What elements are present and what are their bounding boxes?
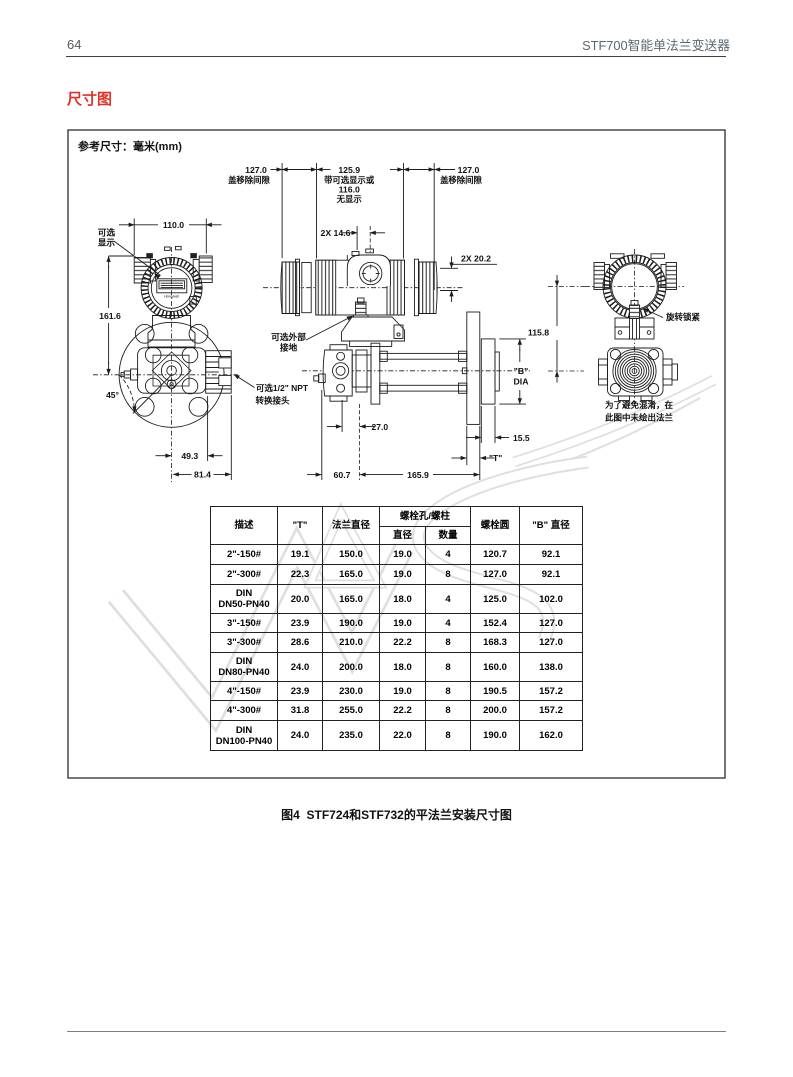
svg-text:DIA: DIA: [514, 377, 530, 387]
svg-text:81.4: 81.4: [194, 470, 211, 480]
svg-text:115.8: 115.8: [528, 328, 549, 338]
svg-text:27.0: 27.0: [372, 422, 389, 432]
svg-text:49.3: 49.3: [181, 451, 198, 461]
svg-text:可选: 可选: [98, 227, 116, 238]
svg-text:此图中未绘出法兰: 此图中未绘出法兰: [605, 413, 674, 423]
svg-text:127.0: 127.0: [245, 165, 267, 175]
svg-text:显示: 显示: [98, 238, 116, 248]
svg-text:2X 20.2: 2X 20.2: [461, 254, 491, 264]
svg-text:为了避免混淆，在: 为了避免混淆，在: [605, 400, 674, 410]
svg-text:116.0: 116.0: [339, 184, 360, 194]
svg-text:45°: 45°: [106, 390, 119, 400]
svg-text:2X 14.6: 2X 14.6: [321, 228, 351, 238]
svg-text:参考尺寸：毫米(mm): 参考尺寸：毫米(mm): [78, 139, 182, 153]
svg-text:盖移除间隙: 盖移除间隙: [440, 175, 482, 185]
svg-text:125.9: 125.9: [338, 165, 360, 175]
svg-text:旋转锁紧: 旋转锁紧: [665, 312, 701, 322]
svg-text:接地: 接地: [280, 342, 298, 353]
svg-text:"T": "T": [489, 453, 502, 463]
svg-text:"B": "B": [514, 366, 529, 376]
svg-text:无显示: 无显示: [336, 194, 363, 204]
svg-text:127.0: 127.0: [458, 165, 480, 175]
svg-text:Honeywell: Honeywell: [164, 295, 179, 299]
svg-text:60.7: 60.7: [334, 470, 351, 480]
svg-text:可选外部: 可选外部: [271, 331, 306, 342]
svg-text:15.5: 15.5: [513, 433, 530, 443]
svg-text:带可选显示或: 带可选显示或: [324, 175, 375, 185]
svg-text:可选1/2" NPT: 可选1/2" NPT: [256, 383, 309, 393]
svg-text:盖移除间隙: 盖移除间隙: [228, 175, 270, 185]
svg-text:110.0: 110.0: [163, 220, 184, 230]
svg-text:161.6: 161.6: [99, 311, 121, 321]
svg-text:转换接头: 转换接头: [255, 396, 290, 406]
svg-text:165.9: 165.9: [407, 470, 429, 480]
